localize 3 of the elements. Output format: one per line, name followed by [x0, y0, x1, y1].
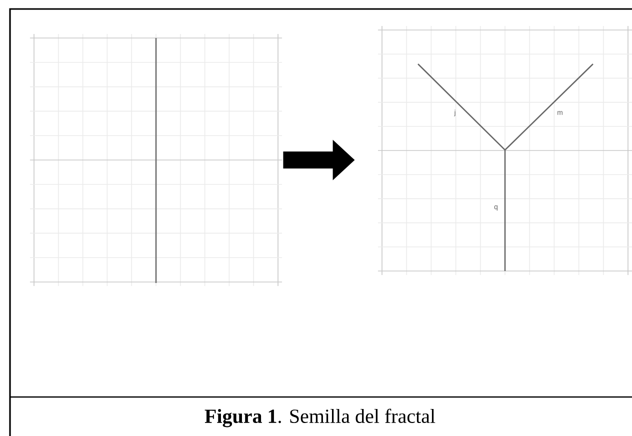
grid-drawing: [30, 34, 282, 286]
figure-caption: Figura 1. Semilla del fractal: [204, 408, 436, 428]
grid-drawing: [378, 26, 632, 276]
